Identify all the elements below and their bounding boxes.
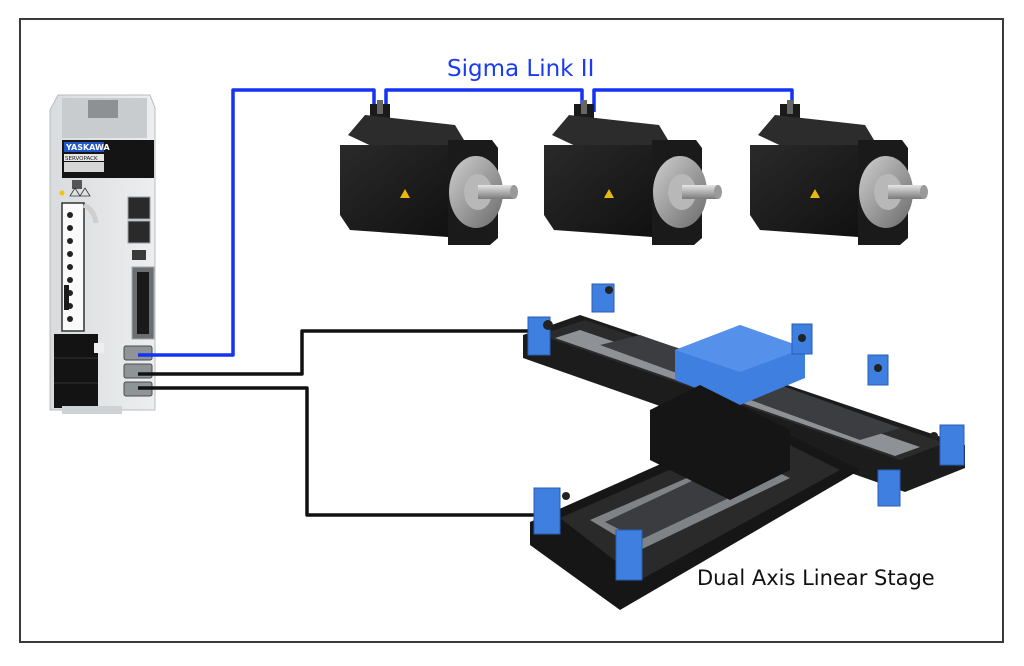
dual-axis-linear-stage [523,283,965,610]
servo-drive: YASKAWA SERVOPACK [49,94,156,414]
network-label: Sigma Link II [447,56,594,82]
ethernet-port [127,220,151,244]
servo-motor [544,100,722,245]
stage-cable-y [138,386,536,517]
motor-body [544,145,666,238]
drive-brand: YASKAWA [65,143,110,152]
stage-cable-x [138,329,530,376]
network-port [123,345,153,361]
ethernet-port [127,196,151,220]
servo-motor [340,100,518,245]
warning-icon [810,189,820,198]
end-block [939,424,965,466]
warning-icon [604,189,614,198]
cable-carrier [650,385,790,500]
stage-label: Dual Axis Linear Stage [697,566,935,590]
drive-model: SERVOPACK [65,156,98,162]
motor-body [340,145,462,238]
motor-shaft [478,185,514,199]
warning-icon [400,189,410,198]
motor-shaft [682,185,718,199]
power-connector [54,334,98,408]
motor-body [750,145,872,238]
diagram-frame [19,18,1004,643]
motor-shaft [888,185,924,199]
encoder-port-1 [123,363,153,379]
end-block [533,487,561,535]
end-block [615,529,643,581]
warning-icon [69,187,81,197]
status-led [59,190,65,196]
end-block [877,469,901,507]
warning-icon [79,187,91,197]
servo-motor [750,100,928,245]
